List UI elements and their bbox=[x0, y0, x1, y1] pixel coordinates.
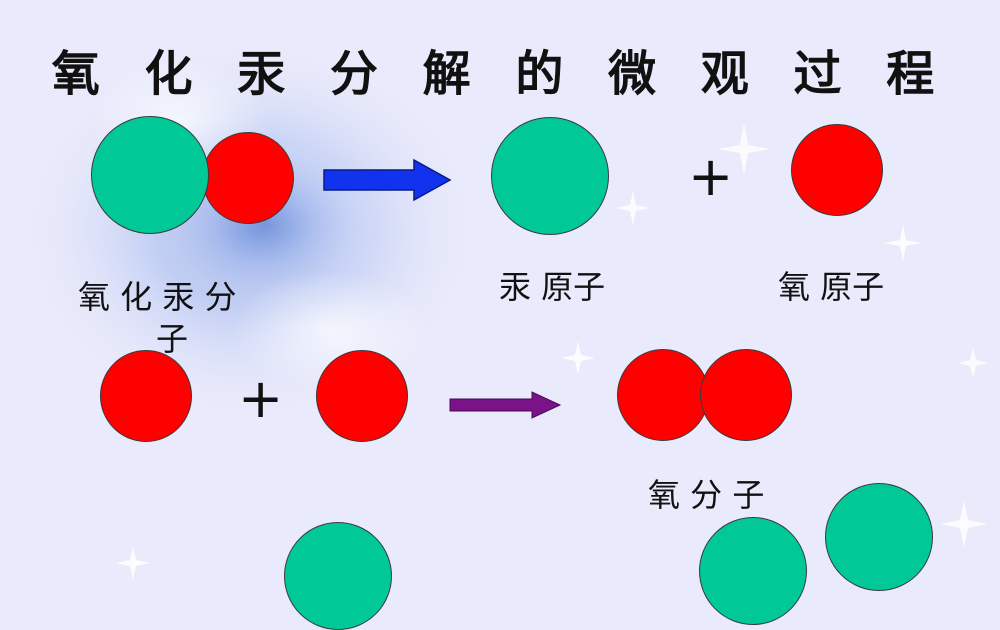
mercury-oxide-molecule-label: 氧 化 汞 分 bbox=[78, 278, 237, 316]
arrow-right-icon bbox=[323, 158, 452, 202]
plus-sign-2: + bbox=[238, 367, 284, 430]
oxide-oxygen-atom bbox=[202, 132, 294, 224]
oxygen-atom bbox=[791, 124, 883, 216]
mercury-atom-bottom-right bbox=[825, 483, 933, 591]
mercury-atom bbox=[491, 117, 609, 235]
oxygen-atom-right bbox=[316, 350, 408, 442]
oxide-mercury-atom bbox=[91, 116, 209, 234]
oxygen-atom-label: 氧 原子 bbox=[778, 268, 885, 306]
mercury-atom-label: 汞 原子 bbox=[499, 268, 606, 306]
arrow-right-icon-2 bbox=[449, 391, 562, 419]
plus-sign: + bbox=[688, 145, 734, 208]
page-title: 氧 化 汞 分 解 的 微 观 过 程 bbox=[51, 46, 949, 102]
oxygen-molecule-atom-1 bbox=[617, 349, 709, 441]
oxygen-molecule-label: 氧 分 子 bbox=[648, 476, 765, 514]
mercury-atom-bottom-left bbox=[284, 522, 392, 630]
oxygen-molecule-atom-2 bbox=[700, 349, 792, 441]
oxygen-atom-left bbox=[100, 350, 192, 442]
mercury-atom-bottom-center bbox=[699, 517, 807, 625]
